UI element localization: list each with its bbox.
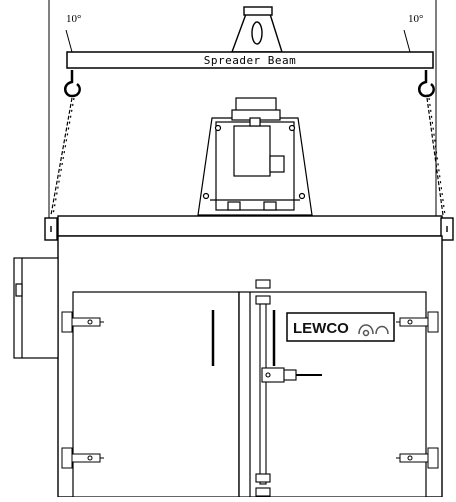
manufacturer-logo: LEWCO	[286, 312, 395, 342]
hook-icon	[418, 70, 435, 98]
latch-icon	[255, 279, 322, 497]
chain-icon	[426, 97, 446, 216]
side-control-box	[13, 257, 59, 359]
spreader-beam: Spreader Beam	[66, 51, 434, 69]
logo-mark-icon	[358, 324, 389, 337]
chain-icon	[50, 97, 75, 216]
hinge-icon	[396, 311, 439, 333]
logo-text: LEWCO	[293, 320, 349, 337]
hinge-icon	[61, 311, 104, 333]
lifting-eye-icon	[230, 6, 283, 53]
hinge-icon	[61, 447, 104, 469]
blower-assembly	[197, 97, 313, 216]
angle-marker-left: 10°	[65, 13, 81, 53]
hook-icon	[64, 70, 81, 98]
spreader-beam-label: Spreader Beam	[204, 54, 297, 67]
door-left	[72, 291, 240, 498]
hinge-icon	[396, 447, 439, 469]
vertical-guides	[48, 0, 437, 230]
angle-marker-right: 10°	[403, 13, 423, 53]
angle-label-right: 10°	[408, 13, 423, 25]
angle-label-left: 10°	[66, 13, 81, 25]
oven-top-plate	[44, 215, 454, 241]
